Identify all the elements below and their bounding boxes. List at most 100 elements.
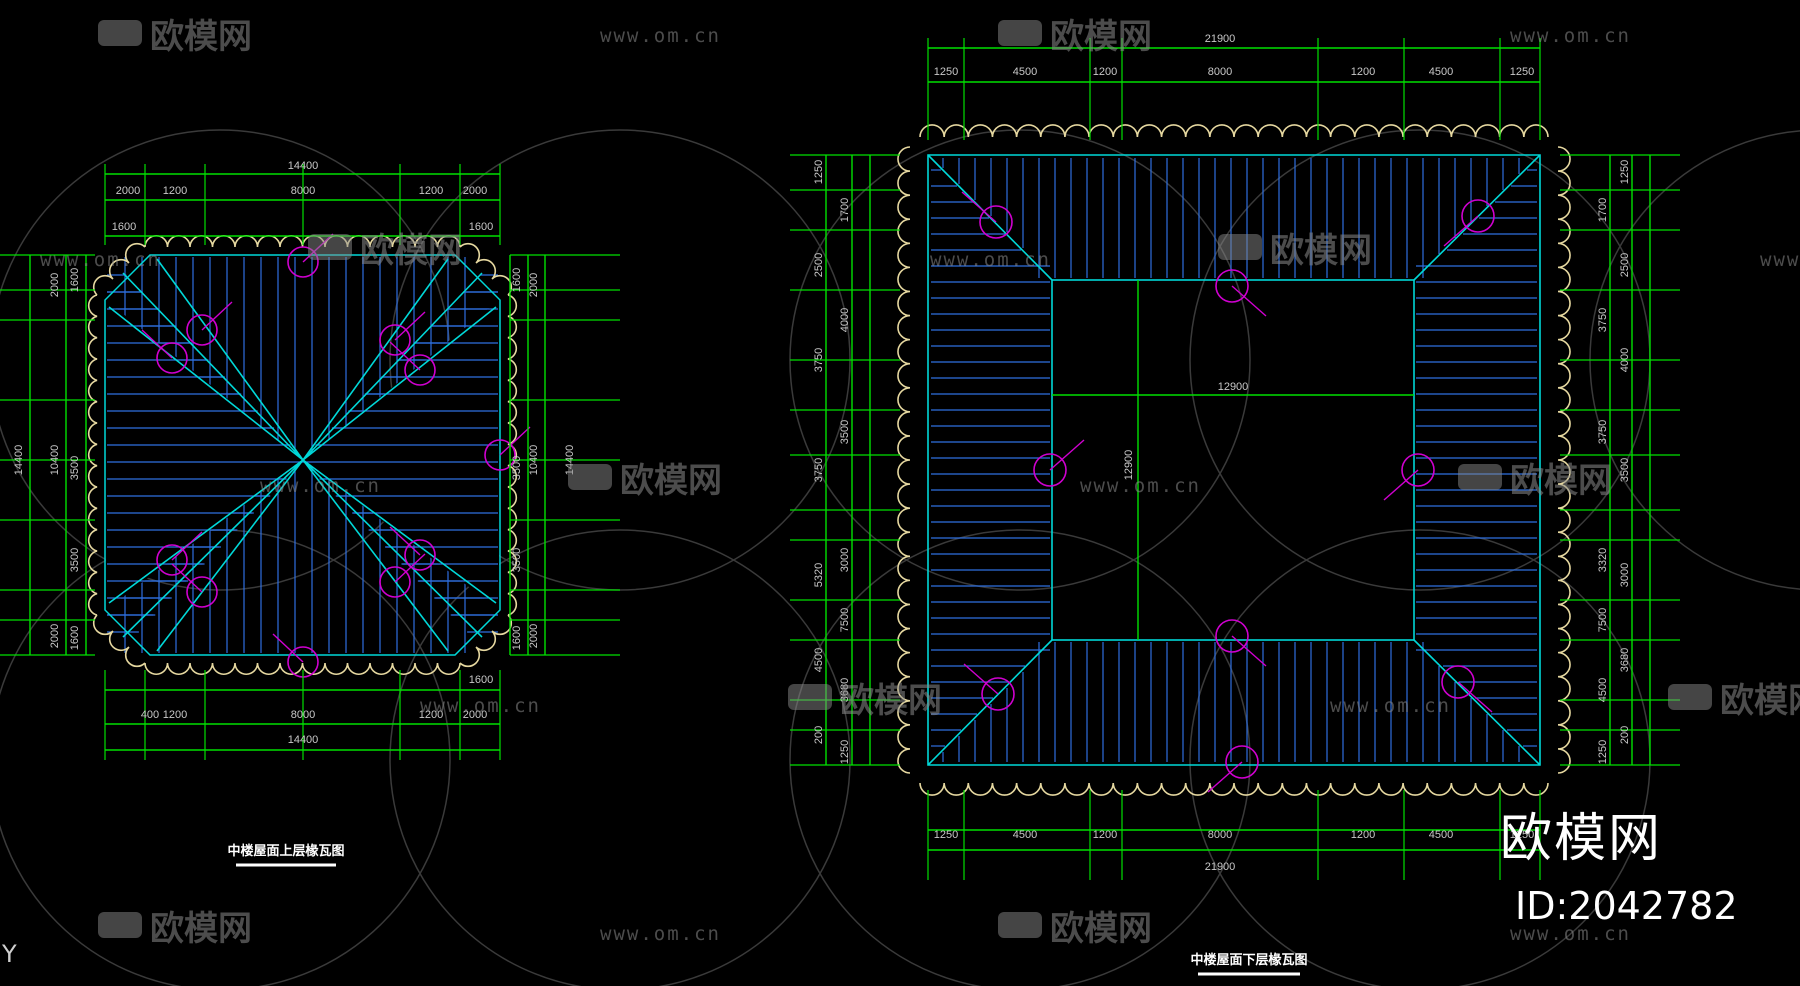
hip-ridge bbox=[302, 459, 449, 652]
marker-circle bbox=[1461, 199, 1495, 233]
watermark-logo bbox=[998, 912, 1042, 938]
watermark-url: www.om.cn bbox=[930, 249, 1051, 271]
right-side-part: 3500 bbox=[511, 456, 523, 480]
marker-leader bbox=[1457, 681, 1493, 713]
right-ridge-lines bbox=[927, 154, 1541, 766]
corner-label: Y bbox=[2, 940, 17, 968]
right-plan-right-dim-label: 4000 bbox=[1619, 348, 1631, 372]
right-bottom-part: 1250 bbox=[934, 829, 958, 841]
eave-scallop bbox=[507, 294, 518, 616]
eave-scallop bbox=[919, 782, 1549, 796]
watermark-url: www.om.cn bbox=[600, 923, 721, 945]
left-dimension-labels: 14400 2000 1200 8000 1200 2000 1600 1600… bbox=[13, 160, 576, 746]
marker-circle bbox=[379, 566, 411, 598]
left-side-part: 1600 bbox=[69, 626, 81, 650]
right-plan-right-dim-label: 3500 bbox=[1619, 458, 1631, 482]
watermark-logo bbox=[1458, 464, 1502, 490]
left-bottom-part: 8000 bbox=[291, 709, 315, 721]
hip-ridge bbox=[156, 258, 304, 461]
right-side-part: 1600 bbox=[511, 626, 523, 650]
eave-scallop bbox=[459, 614, 513, 668]
stamp-brand: 欧模网 bbox=[1500, 809, 1663, 869]
left-top-part: 1200 bbox=[163, 185, 187, 197]
left-top-part: 2000 bbox=[463, 185, 487, 197]
eave-scallop bbox=[919, 124, 1549, 138]
right-plan-right-dim-label: 3750 bbox=[1597, 420, 1609, 444]
right-bottom-part: 1200 bbox=[1093, 829, 1117, 841]
watermark-url: www.om.cn bbox=[1330, 695, 1451, 717]
right-eave-scallops bbox=[897, 124, 1571, 796]
watermark-circle bbox=[789, 529, 1251, 986]
right-plan-right-dim-label: 2500 bbox=[1619, 253, 1631, 277]
watermark-logo bbox=[98, 20, 142, 46]
marker-circle bbox=[484, 439, 516, 471]
right-rafter-lines bbox=[931, 158, 1537, 762]
hip-ridge bbox=[108, 306, 304, 461]
marker-circle bbox=[379, 324, 411, 356]
watermark-url: www.om.cn bbox=[1080, 475, 1201, 497]
watermark-brand: 欧模网 bbox=[1050, 909, 1152, 949]
right-side-part: 2000 bbox=[528, 273, 540, 297]
marker-leader bbox=[171, 531, 203, 561]
right-plan-right-dim-label: 3680 bbox=[1619, 648, 1631, 672]
right-dimension-labels: 21900 1250 4500 1200 8000 1200 4500 1250… bbox=[934, 33, 1534, 873]
right-plan-right-dim-label: 1250 bbox=[1597, 740, 1609, 764]
right-bottom-part: 1250 bbox=[1510, 829, 1534, 841]
right-plan-right-dim-label: 7500 bbox=[1597, 608, 1609, 632]
hip-ridge bbox=[122, 272, 304, 461]
marker-circle bbox=[156, 342, 188, 374]
right-side-part: 3500 bbox=[511, 548, 523, 572]
marker-leader bbox=[1231, 635, 1267, 667]
right-side-labels: 1250170025004000375035003750300053207500… bbox=[813, 160, 1631, 764]
watermark-brand: 欧模网 bbox=[840, 681, 942, 721]
marker-circle bbox=[979, 205, 1013, 239]
right-bottom-part: 8000 bbox=[1208, 829, 1232, 841]
right-dimension-lines bbox=[790, 38, 1680, 880]
right-inner-vertical: 12900 bbox=[1123, 450, 1135, 481]
left-side-overall: 14400 bbox=[13, 445, 25, 476]
watermark-logo bbox=[98, 912, 142, 938]
left-side-part: 3500 bbox=[69, 456, 81, 480]
right-plan-caption: 中楼屋面下层椽瓦图 bbox=[1190, 952, 1307, 968]
right-bottom-part: 4500 bbox=[1013, 829, 1037, 841]
marker-leader bbox=[1383, 469, 1419, 501]
marker-circle bbox=[287, 246, 319, 278]
right-plan-left-dim-label: 4500 bbox=[813, 648, 825, 672]
watermark-brand: 欧模网 bbox=[620, 461, 722, 501]
left-top-part: 1200 bbox=[419, 185, 443, 197]
left-side-part: 1600 bbox=[69, 268, 81, 292]
watermark-logo bbox=[788, 684, 832, 710]
right-plan-left-dim-label: 7500 bbox=[839, 608, 851, 632]
right-plan-left-dim-label: 4000 bbox=[839, 308, 851, 332]
right-plan-left-dim-label: 2500 bbox=[813, 253, 825, 277]
marker-circle bbox=[186, 314, 218, 346]
watermark-url: www.om.cn bbox=[1510, 923, 1631, 945]
right-top-part: 1250 bbox=[934, 66, 958, 78]
marker-circle bbox=[404, 539, 436, 571]
marker-circle bbox=[1033, 453, 1067, 487]
hip-ridge bbox=[302, 258, 449, 461]
marker-leader bbox=[1049, 439, 1085, 471]
hip-ridge bbox=[108, 459, 304, 604]
left-roof-plan: 14400 2000 1200 8000 1200 2000 1600 1600… bbox=[0, 160, 620, 867]
hip-ridge bbox=[122, 459, 304, 638]
watermark-url: www.om.cn bbox=[600, 25, 721, 47]
right-plan-left-dim-label: 3680 bbox=[839, 678, 851, 702]
marker-leader bbox=[389, 341, 421, 371]
left-bottom-part: 1200 bbox=[419, 709, 443, 721]
marker-leader bbox=[171, 563, 203, 593]
right-bottom-overall: 21900 bbox=[1205, 861, 1236, 873]
left-rafter-lines bbox=[106, 257, 499, 653]
marker-circle bbox=[981, 677, 1015, 711]
marker-circle bbox=[1225, 745, 1259, 779]
hip-ridge bbox=[302, 459, 483, 638]
hip-ridge bbox=[302, 272, 483, 461]
marker-leader bbox=[141, 329, 173, 359]
inner-courtyard-outline bbox=[1051, 279, 1415, 641]
watermark-brand: 欧模网 bbox=[150, 17, 252, 57]
right-plan-right-dim-label: 3320 bbox=[1597, 548, 1609, 572]
marker-leader bbox=[961, 191, 997, 223]
right-top-part: 4500 bbox=[1013, 66, 1037, 78]
marker-circle bbox=[1401, 453, 1435, 487]
